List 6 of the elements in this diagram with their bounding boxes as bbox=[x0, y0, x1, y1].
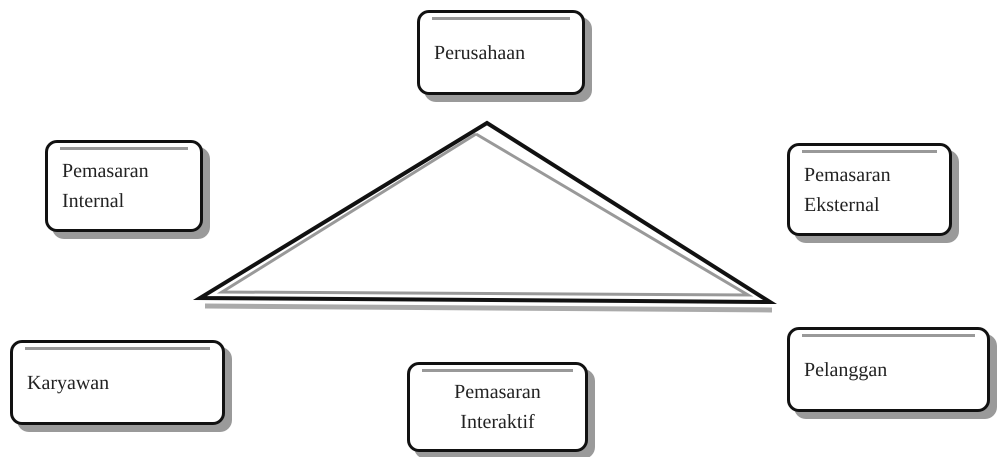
box-label: Pemasaran Interaktif bbox=[453, 380, 542, 435]
box-label: Karyawan bbox=[27, 370, 110, 396]
box-label: Pemasaran Internal bbox=[62, 159, 150, 214]
box-label: Pelanggan bbox=[804, 358, 888, 382]
box-label: Perusahaan bbox=[434, 40, 526, 66]
box-label: Pemasaran Eksternal bbox=[804, 162, 892, 218]
